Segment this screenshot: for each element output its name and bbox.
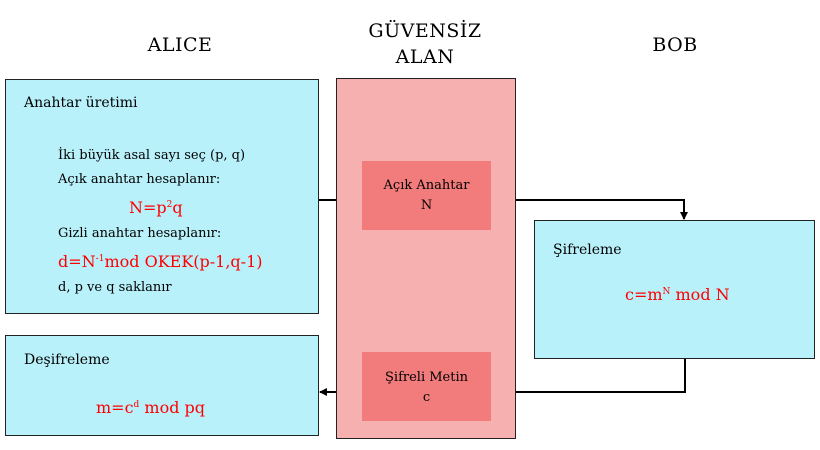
- insecure-header-line2: ALAN: [395, 46, 455, 68]
- ciphertext-label: Şifreli Metin: [385, 370, 468, 385]
- keygen-step-store-secrets: d, p ve q saklanır: [58, 280, 172, 295]
- ciphertext-line-from-bob: [516, 359, 686, 393]
- ciphertext-value: c: [422, 390, 431, 405]
- public-key-box: Açık Anahtar N: [362, 161, 491, 230]
- encryption-formula-tail: mod N: [670, 285, 730, 304]
- public-key-formula: N=p2q: [129, 198, 183, 217]
- keygen-step-private-key: Gizli anahtar hesaplanır:: [58, 226, 222, 241]
- alice-header: ALICE: [147, 34, 213, 56]
- bob-header: BOB: [652, 34, 698, 56]
- public-key-label: Açık Anahtar: [383, 178, 470, 193]
- private-formula-tail: mod OKEK(p-1,q-1): [104, 252, 263, 271]
- private-key-formula: d=N-1mod OKEK(p-1,q-1): [58, 252, 263, 271]
- keygen-step-choose-primes: İki büyük asal sayı seç (p, q): [58, 148, 246, 163]
- decryption-formula: m=cd mod pq: [96, 398, 205, 417]
- public-formula-base: N=p: [129, 198, 167, 217]
- insecure-zone-header: GÜVENSİZ ALAN: [345, 18, 505, 70]
- encryption-formula: c=mN mod N: [625, 285, 730, 304]
- key-generation-title: Anahtar üretimi: [24, 95, 138, 111]
- public-key-value: N: [420, 198, 433, 213]
- encryption-formula-base: c=m: [625, 285, 663, 304]
- public-key-arrow-to-bob: [516, 199, 688, 220]
- public-formula-tail: q: [172, 198, 183, 217]
- ciphertext-box: Şifreli Metin c: [362, 352, 491, 421]
- insecure-header-line1: GÜVENSİZ: [368, 20, 482, 42]
- decryption-formula-tail: mod pq: [139, 398, 206, 417]
- encryption-title: Şifreleme: [553, 242, 622, 258]
- private-formula-base: d=N: [58, 252, 96, 271]
- public-formula-sup: 2: [166, 200, 173, 210]
- decryption-formula-base: m=c: [96, 398, 134, 417]
- key-generation-panel: Anahtar üretimi İki büyük asal sayı seç …: [5, 79, 319, 314]
- decryption-panel: Deşifreleme m=cd mod pq: [5, 335, 319, 436]
- encryption-panel: Şifreleme c=mN mod N: [534, 220, 815, 359]
- private-formula-sup: -1: [95, 254, 105, 264]
- decryption-title: Deşifreleme: [24, 352, 110, 368]
- keygen-step-public-key: Açık anahtar hesaplanır:: [58, 172, 221, 187]
- encryption-formula-sup: N: [662, 287, 671, 297]
- decryption-formula-sup: d: [133, 400, 140, 410]
